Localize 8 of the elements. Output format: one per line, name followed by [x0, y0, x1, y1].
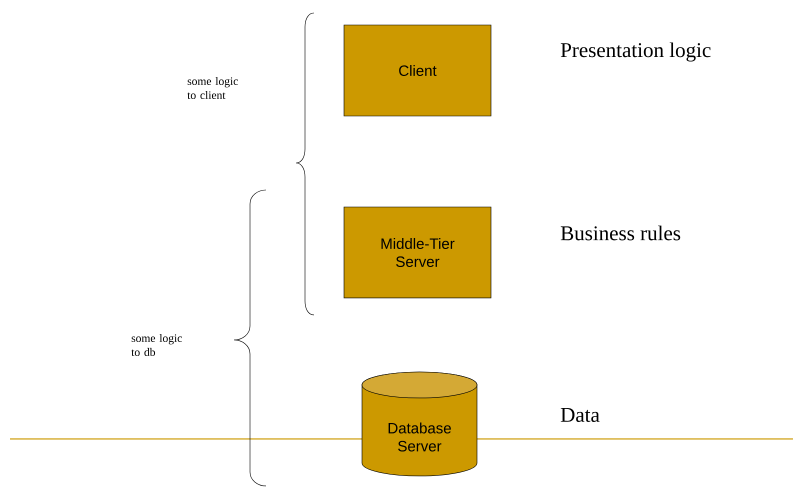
- process-box: Client: [344, 24, 492, 116]
- layer-label: Data: [560, 408, 600, 422]
- note: some logic to client: [187, 76, 238, 100]
- layer-label: Business rules: [560, 226, 680, 240]
- database-cylinder: Database Server: [362, 372, 478, 476]
- note: some logic to db: [131, 334, 182, 356]
- layer-label: Presentation logic: [560, 42, 711, 62]
- process-box: Middle-Tier Server: [344, 206, 492, 298]
